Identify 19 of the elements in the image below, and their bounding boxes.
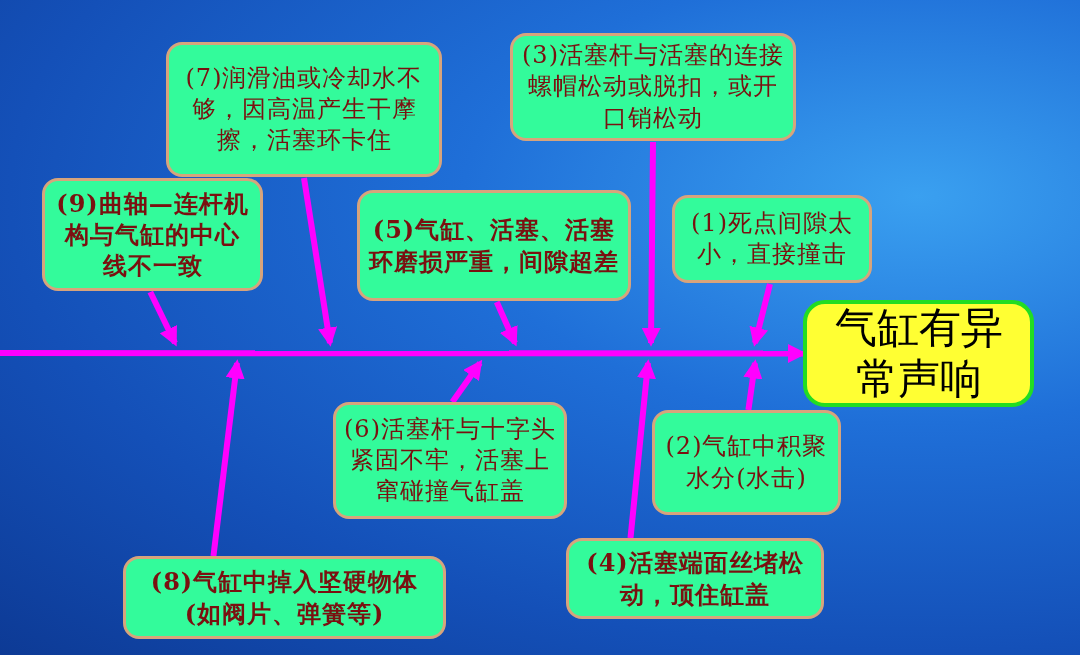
cause-box: (4)活塞端面丝堵松动，顶住缸盖 xyxy=(566,538,824,619)
arrow xyxy=(641,141,661,347)
cause-box: (8)气缸中掉入坚硬物体(如阀片、弹簧等) xyxy=(123,556,446,639)
cause-box: (1)死点间隙太小，直接撞击 xyxy=(672,195,872,283)
arrow xyxy=(743,359,763,411)
cause-box: (2)气缸中积聚水分(水击) xyxy=(652,410,841,515)
cause-box: (7)润滑油或冷却水不够，因高温产生干摩擦，活塞环卡住 xyxy=(166,42,442,177)
cause-box: (5)气缸、活塞、活塞环磨损严重，间隙超差 xyxy=(357,190,631,301)
cause-box: (9)曲轴—连杆机构与气缸的中心线不一致 xyxy=(42,178,263,291)
arrow xyxy=(749,283,773,347)
effect-box: 气缸有异常声响 xyxy=(803,300,1034,407)
cause-box: (6)活塞杆与十字头紧固不牢，活塞上窜碰撞气缸盖 xyxy=(333,402,567,519)
cause-box: (3)活塞杆与活塞的连接螺帽松动或脱扣，或开口销松动 xyxy=(510,33,796,141)
arrow xyxy=(210,359,245,557)
arrow xyxy=(449,359,483,404)
arrow xyxy=(494,300,518,347)
arrow xyxy=(147,290,178,347)
arrow xyxy=(627,359,656,539)
arrow xyxy=(301,177,338,347)
